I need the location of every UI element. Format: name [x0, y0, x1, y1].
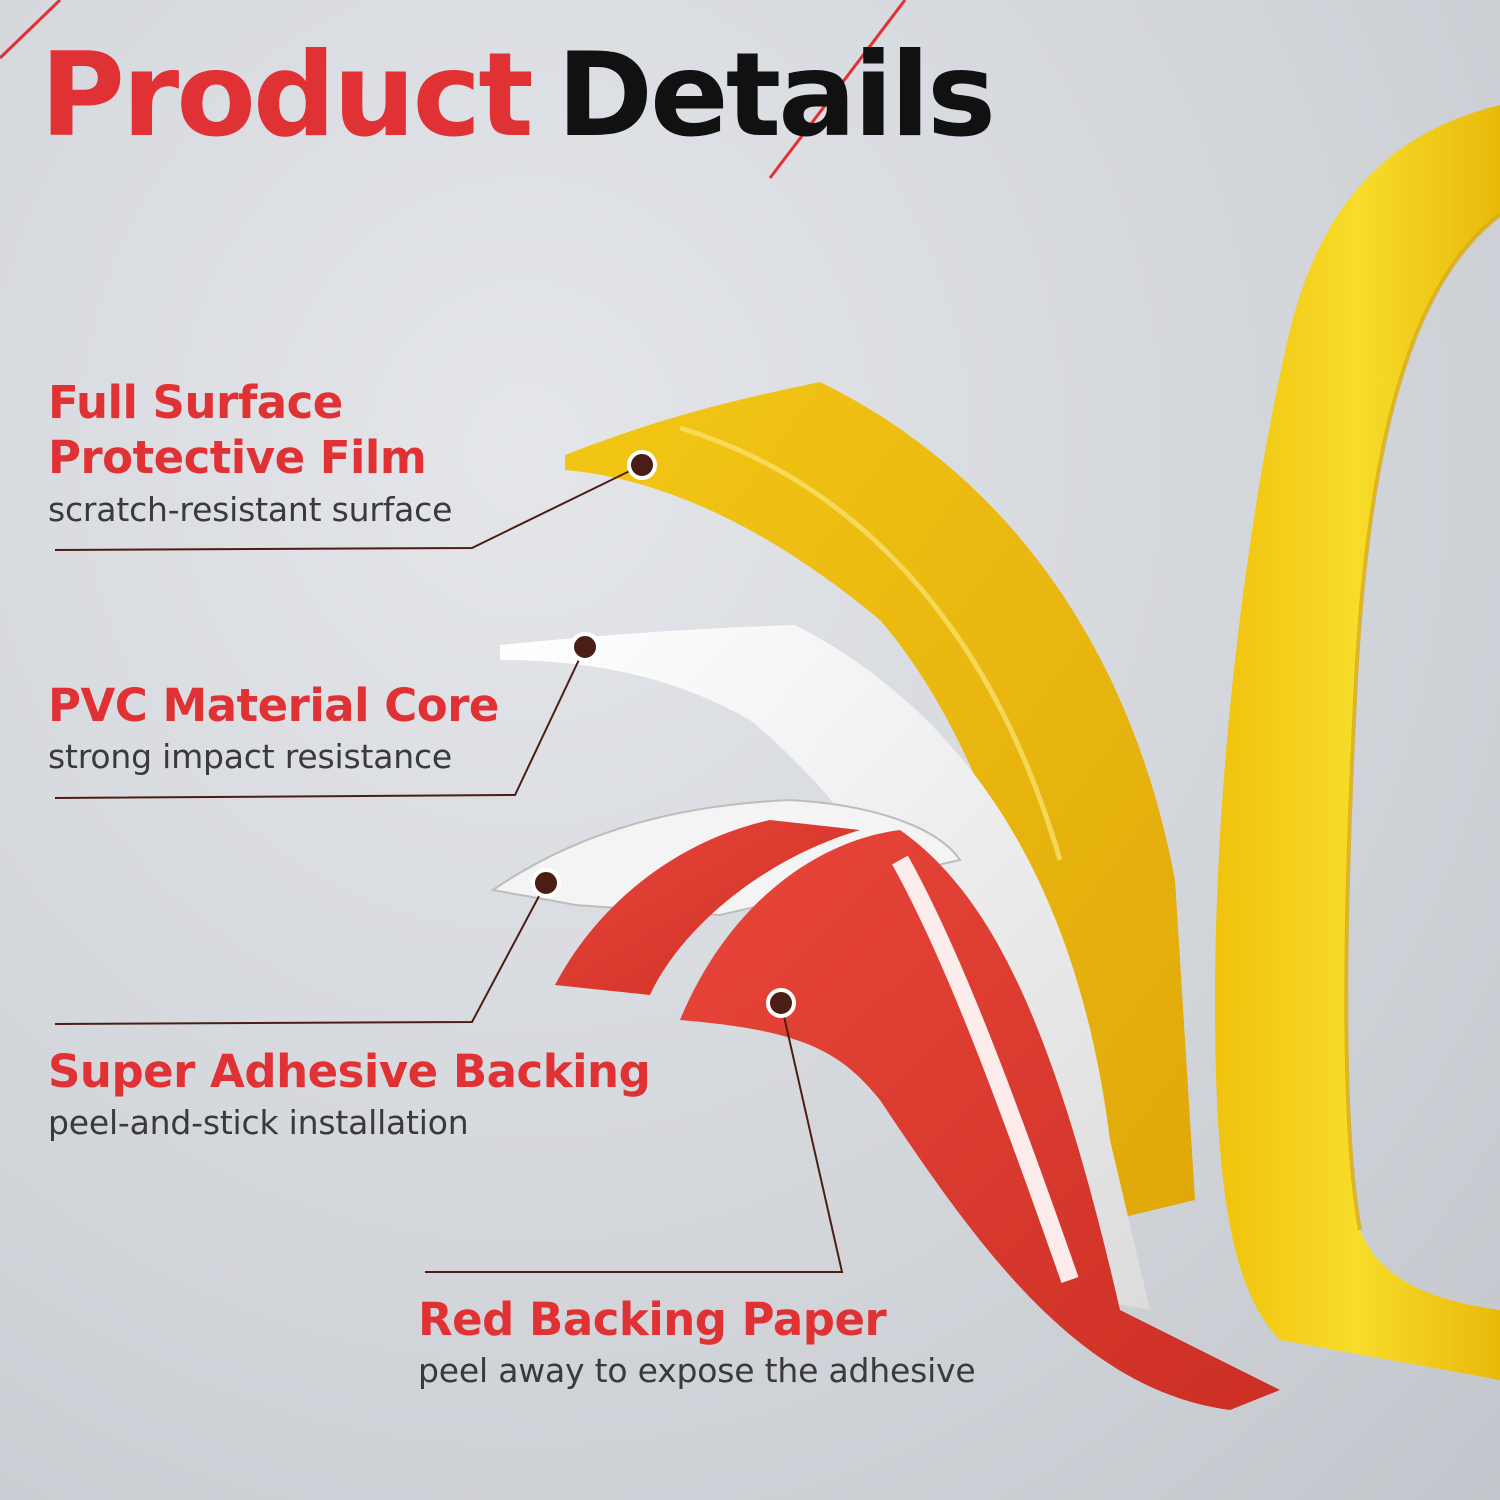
callout-subtitle: peel away to expose the adhesive	[418, 1351, 976, 1391]
decor-slash-right	[768, 0, 907, 179]
white-seam-between-strips	[892, 855, 1079, 1283]
callout-dot-pvc-core	[570, 632, 600, 662]
callout-subtitle: peel-and-stick installation	[48, 1103, 469, 1143]
callout-dot-protective-film	[627, 450, 657, 480]
callout-title-line: PVC Material Core	[48, 679, 499, 732]
callout-title-line: Protective Film	[48, 431, 427, 485]
decor-slash-top	[0, 0, 62, 60]
callout-title-line: Super Adhesive Backing	[48, 1045, 651, 1098]
pvc-core-layer	[500, 625, 1150, 1310]
red-backing-strip-main	[680, 830, 1280, 1410]
leader-line-backing-paper	[425, 1002, 844, 1273]
leader-line-pvc-core	[54, 646, 586, 799]
protective-film-ridge	[679, 425, 1063, 861]
callout-dot-adhesive	[531, 868, 561, 898]
leader-line-protective-film	[54, 464, 643, 551]
callout-pvc-core: PVC Material Core strong impact resistan…	[48, 678, 499, 776]
callout-adhesive-backing: Super Adhesive Backing peel-and-stick in…	[48, 1044, 651, 1143]
callout-backing-paper: Red Backing Paper peel away to expose th…	[418, 1292, 976, 1391]
yellow-ribbon-loop	[1215, 105, 1500, 1380]
callout-title-line: Red Backing Paper	[418, 1293, 887, 1346]
callout-subtitle: strong impact resistance	[48, 737, 452, 777]
leader-line-adhesive	[54, 882, 547, 1025]
title-word-product: Product	[40, 28, 534, 163]
callout-title-line: Full Surface	[48, 376, 343, 429]
title-word-details: Details	[556, 28, 996, 163]
red-backing-strip-left	[555, 820, 860, 995]
callout-subtitle: scratch-resistant surface	[48, 489, 453, 529]
callout-dot-backing-paper	[766, 988, 796, 1018]
yellow-ribbon-edge	[1344, 213, 1500, 1231]
callout-protective-film: Full Surface Protective Film scratch-res…	[48, 375, 452, 529]
protective-film-flap	[565, 382, 1195, 1230]
